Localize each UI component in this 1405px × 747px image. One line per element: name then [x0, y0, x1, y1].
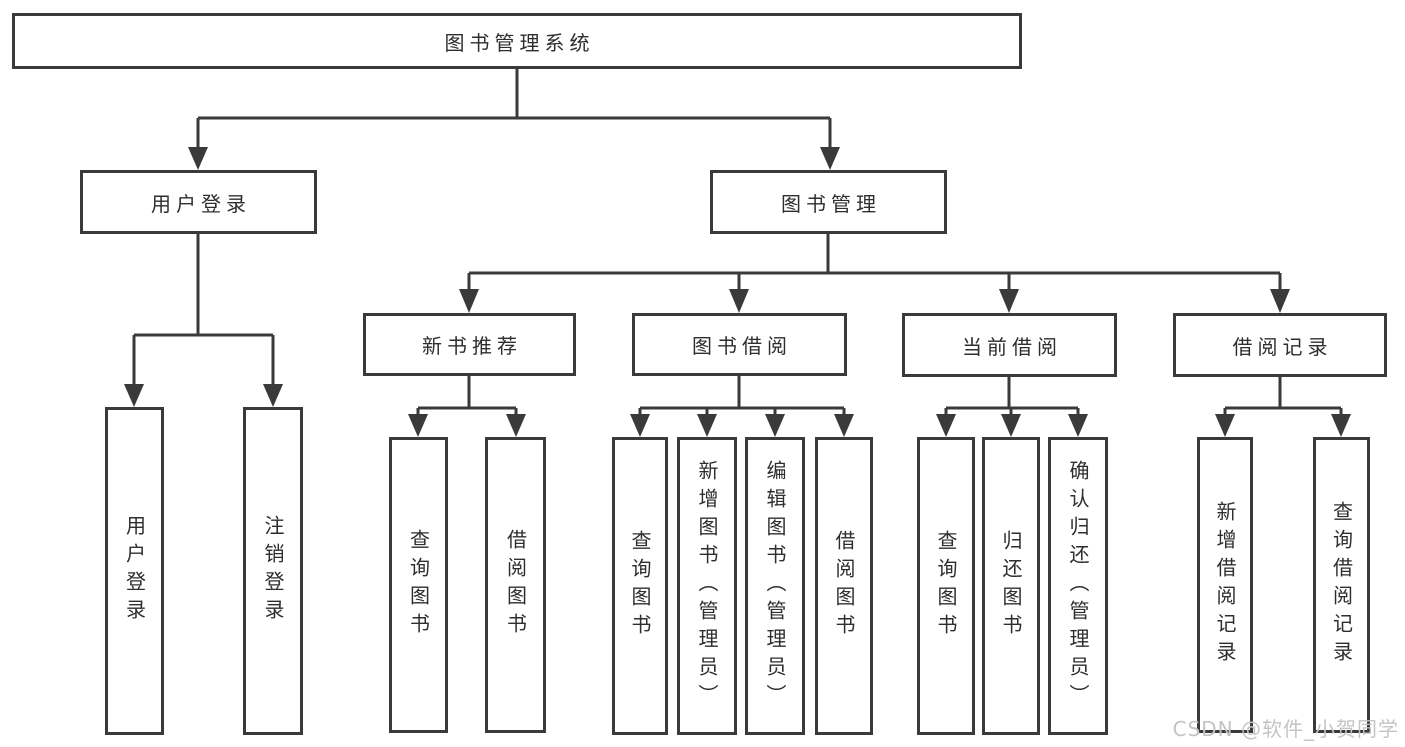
leaf-records-query-borrow-record: 查询借阅记录: [1313, 437, 1370, 733]
leaf-current-confirm-return-admin: 确认归还（管理员）: [1048, 437, 1108, 735]
leaf-logout-label: 注销登录: [261, 515, 285, 627]
node-book-borrowing: 图书借阅: [632, 313, 847, 376]
leaf-borrowing-edit-books-admin: 编辑图书（管理员）: [745, 437, 805, 735]
leaf-borrowing-add-books-admin: 新增图书（管理员）: [677, 437, 737, 735]
node-library-management-system: 图书管理系统: [12, 13, 1022, 69]
leaf-borrowing-edit-books-admin-label: 编辑图书（管理员）: [763, 460, 787, 712]
leaf-borrowing-query-books: 查询图书: [612, 437, 668, 735]
leaf-logout: 注销登录: [243, 407, 303, 735]
node-book-borrowing-label: 图书借阅: [692, 334, 792, 358]
leaf-user-login-label: 用户登录: [122, 515, 147, 627]
leaf-newrec-borrow-books-label: 借阅图书: [503, 529, 528, 641]
arrowheads: [124, 147, 1351, 437]
node-new-book-recommend-label: 新书推荐: [422, 334, 522, 358]
leaf-borrowing-query-books-label: 查询图书: [628, 530, 652, 642]
node-borrowing-records-label: 借阅记录: [1232, 334, 1333, 359]
leaf-borrowing-borrow-books-label: 借阅图书: [832, 530, 856, 642]
leaf-borrowing-add-books-admin-label: 新增图书（管理员）: [695, 460, 719, 712]
leaf-newrec-borrow-books: 借阅图书: [485, 437, 546, 733]
leaf-current-return-books: 归还图书: [982, 437, 1040, 735]
leaf-user-login: 用户登录: [105, 407, 164, 735]
node-borrowing-records: 借阅记录: [1173, 313, 1387, 377]
leaf-newrec-query-books-label: 查询图书: [406, 529, 431, 641]
node-book-management-branch: 图书管理: [710, 170, 947, 234]
leaf-current-confirm-return-admin-label: 确认归还（管理员）: [1066, 460, 1090, 712]
leaf-borrowing-borrow-books: 借阅图书: [815, 437, 873, 735]
leaf-current-query-books-label: 查询图书: [934, 530, 958, 642]
node-current-borrowing-label: 当前借阅: [962, 334, 1062, 359]
leaf-records-add-borrow-record: 新增借阅记录: [1197, 437, 1253, 733]
leaf-current-query-books: 查询图书: [917, 437, 975, 735]
leaf-current-return-books-label: 归还图书: [999, 530, 1023, 642]
node-current-borrowing: 当前借阅: [902, 313, 1117, 377]
leaf-newrec-query-books: 查询图书: [389, 437, 448, 733]
node-user-login-branch: 用户登录: [80, 170, 317, 234]
node-library-management-system-label: 图书管理系统: [444, 30, 595, 55]
leaf-records-query-borrow-record-label: 查询借阅记录: [1329, 501, 1354, 669]
leaf-records-add-borrow-record-label: 新增借阅记录: [1213, 501, 1237, 669]
node-user-login-branch-label: 用户登录: [151, 191, 251, 216]
node-new-book-recommend: 新书推荐: [363, 313, 576, 376]
csdn-watermark: CSDN @软件_小贺同学: [1172, 717, 1399, 741]
node-book-management-branch-label: 图书管理: [781, 191, 881, 216]
